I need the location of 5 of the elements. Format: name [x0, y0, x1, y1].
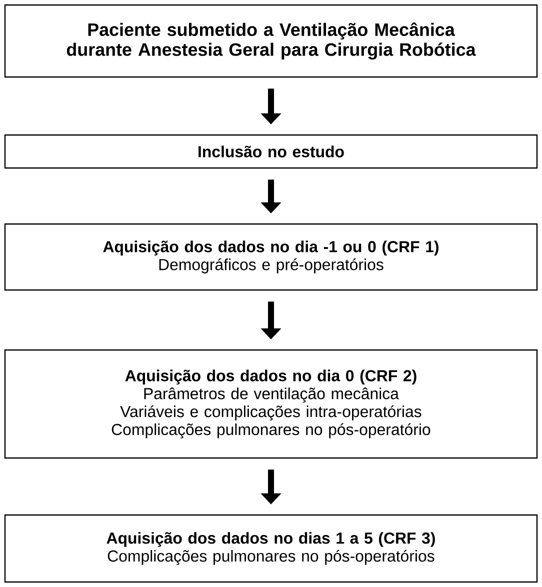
process-box: Aquisição dos dados no dia 0 (CRF 2) Parâmetros de ventilação mecânica Variáveis e complicações intra-operatórias Complicações pulmonares no pós-operatório [4, 349, 538, 459]
process-box: Inclusão no estudo [4, 134, 538, 169]
process-box: Paciente submetido a Ventilação Mecânica durante Anestesia Geral para Cirurgia Robótica [4, 4, 538, 78]
process-box: Aquisição dos dados no dias 1 a 5 (CRF 3) Complicações pulmonares no pós-operatórios [4, 514, 538, 583]
process-box: Aquisição dos dados no dia -1 ou 0 (CRF 1) Demográficos e pré-operatórios [4, 223, 538, 291]
